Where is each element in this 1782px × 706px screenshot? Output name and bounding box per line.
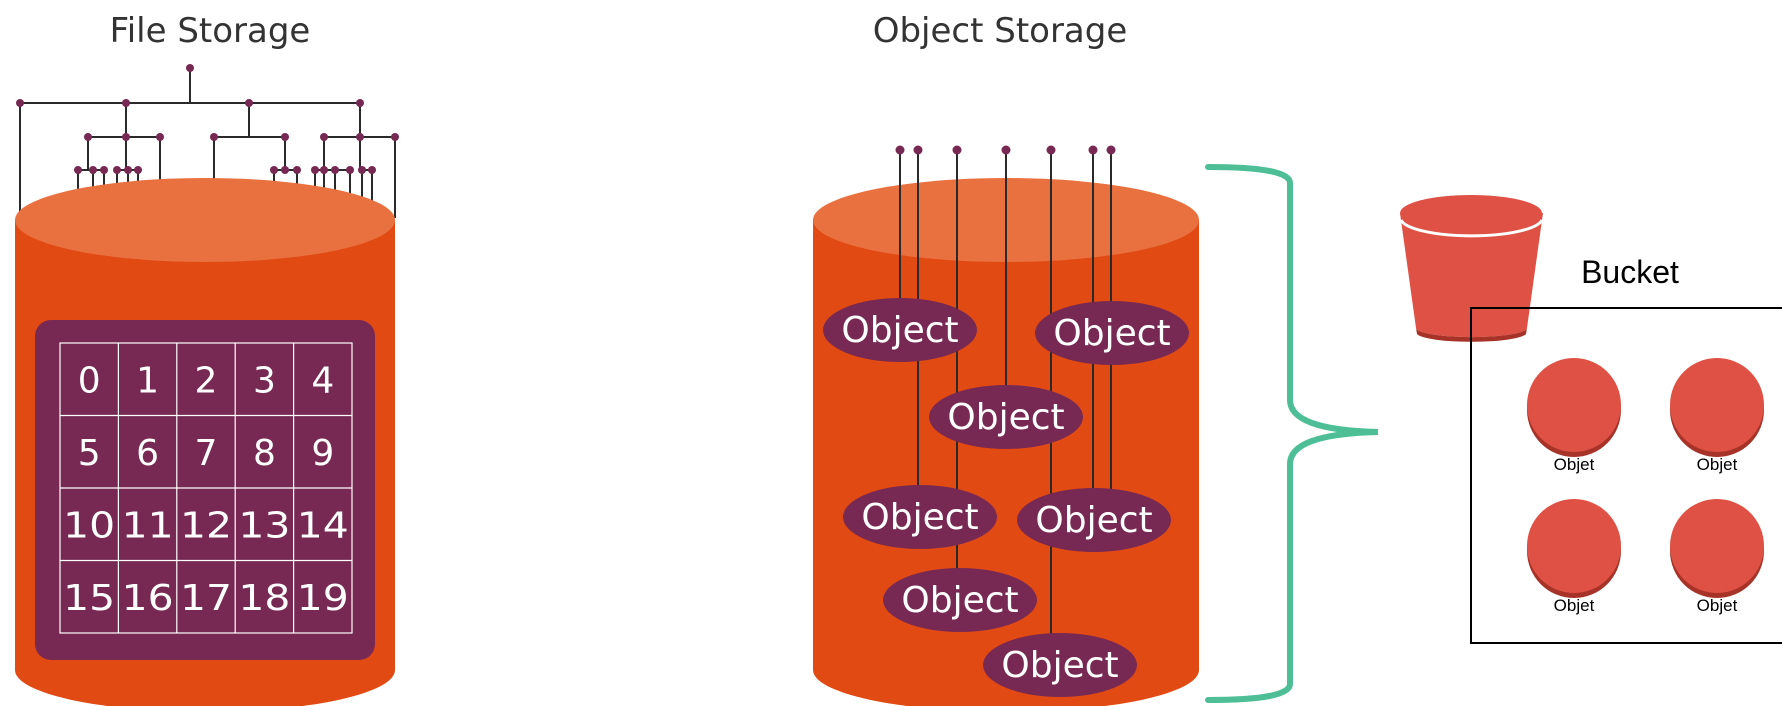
object-label: Object xyxy=(947,397,1064,438)
object-label: Object xyxy=(1053,313,1170,354)
block-number: 16 xyxy=(122,578,174,619)
object-id-node xyxy=(952,145,962,155)
object-ellipse xyxy=(983,633,1137,697)
tree-node xyxy=(331,166,339,174)
tree-node xyxy=(89,166,97,174)
object-item: Object xyxy=(843,485,997,549)
object-label: Object xyxy=(901,580,1018,621)
bucket-object-label: Objet xyxy=(1554,455,1595,474)
block-number: 5 xyxy=(78,433,101,474)
object-item: Object xyxy=(929,385,1083,449)
tree-node xyxy=(391,133,399,141)
object-item: Object xyxy=(983,633,1137,697)
bucket-object: Objet xyxy=(1670,499,1764,615)
tree-node xyxy=(356,99,364,107)
tree-node xyxy=(356,133,364,141)
file-storage-title: File Storage xyxy=(110,11,311,51)
bucket-object: Objet xyxy=(1527,358,1621,474)
block-number: 19 xyxy=(297,578,349,619)
tree-node xyxy=(320,133,328,141)
bucket-icon xyxy=(1399,195,1544,342)
block-number: 13 xyxy=(238,505,290,546)
block-number: 0 xyxy=(78,360,101,401)
block-number: 8 xyxy=(253,433,276,474)
tree-node xyxy=(84,133,92,141)
object-label: Object xyxy=(1035,500,1152,541)
object-ellipse xyxy=(1035,301,1189,365)
block-number: 7 xyxy=(195,433,218,474)
tree-node xyxy=(16,99,24,107)
tree-node xyxy=(281,133,289,141)
block-number: 12 xyxy=(180,505,232,546)
block-number: 4 xyxy=(311,360,334,401)
block-number: 10 xyxy=(63,505,115,546)
object-ellipse xyxy=(883,568,1037,632)
bucket-object: Objet xyxy=(1527,499,1621,615)
bucket-object-disc xyxy=(1670,358,1764,452)
tree-node xyxy=(245,99,253,107)
bucket-container-outline xyxy=(1470,307,1782,644)
block-number: 18 xyxy=(238,578,290,619)
object-id-node xyxy=(1046,145,1056,155)
tree-node xyxy=(320,166,328,174)
bucket-object-disc xyxy=(1527,499,1621,593)
bucket-object-label: Objet xyxy=(1554,596,1595,615)
object-id-node xyxy=(913,145,923,155)
tree-node xyxy=(210,133,218,141)
object-item: Object xyxy=(883,568,1037,632)
object-ellipse xyxy=(823,298,977,362)
block-number: 3 xyxy=(253,360,276,401)
tree-node xyxy=(122,133,130,141)
tree-node xyxy=(113,166,121,174)
curly-brace xyxy=(1205,164,1379,703)
tree-node xyxy=(74,166,82,174)
block-number: 2 xyxy=(195,360,218,401)
object-label: Object xyxy=(841,310,958,351)
bucket-object-label: Objet xyxy=(1697,455,1738,474)
tree-node xyxy=(156,133,164,141)
object-ellipse xyxy=(843,485,997,549)
object-item: Object xyxy=(1035,301,1189,365)
tree-node xyxy=(293,166,301,174)
object-ellipse xyxy=(1017,488,1171,552)
block-number: 6 xyxy=(136,433,159,474)
block-number: 15 xyxy=(63,578,115,619)
tree-node xyxy=(346,166,354,174)
object-label: Object xyxy=(1001,645,1118,686)
object-id-node xyxy=(1088,145,1098,155)
tree-node xyxy=(122,99,130,107)
bucket-object-disc xyxy=(1527,358,1621,452)
object-id-node xyxy=(1001,145,1011,155)
tree-node xyxy=(368,166,376,174)
object-ellipse xyxy=(929,385,1083,449)
block-number: 1 xyxy=(136,360,159,401)
tree-node xyxy=(270,166,278,174)
tree-node xyxy=(134,166,142,174)
bucket-object: Objet xyxy=(1670,358,1764,474)
tree-node xyxy=(311,166,319,174)
object-item: Object xyxy=(823,298,977,362)
tree-node xyxy=(186,64,194,72)
tree-node xyxy=(358,166,366,174)
bucket-object-label: Objet xyxy=(1697,596,1738,615)
object-item: Object xyxy=(1017,488,1171,552)
object-storage-title: Object Storage xyxy=(873,11,1128,51)
object-id-node xyxy=(895,145,905,155)
block-number: 9 xyxy=(311,433,334,474)
bucket-label: Bucket xyxy=(1581,254,1679,290)
object-label: Object xyxy=(861,497,978,538)
block-number: 11 xyxy=(122,505,174,546)
tree-node xyxy=(281,166,289,174)
block-number: 14 xyxy=(297,505,349,546)
block-number: 17 xyxy=(180,578,232,619)
tree-node xyxy=(124,166,132,174)
tree-node xyxy=(100,166,108,174)
object-id-node xyxy=(1106,145,1116,155)
bucket-object-disc xyxy=(1670,499,1764,593)
